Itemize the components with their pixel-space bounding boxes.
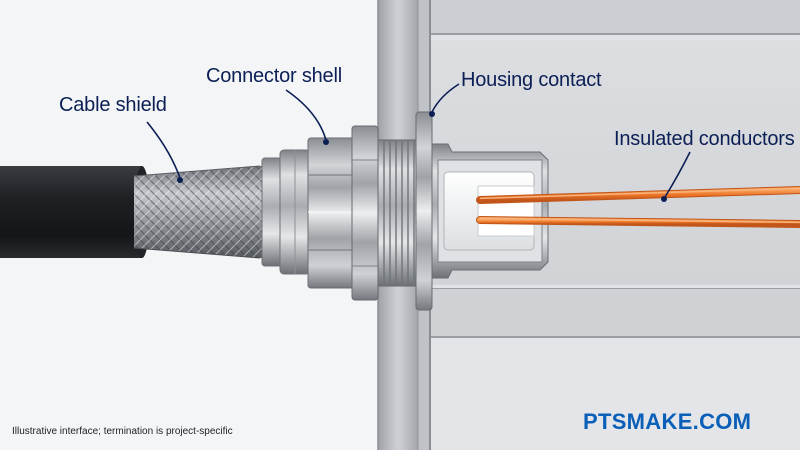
leader-housing-contact [431, 83, 460, 113]
footnote: Illustrative interface; termination is p… [12, 426, 233, 437]
label-connector-shell: Connector shell [206, 65, 342, 87]
insulated-conductors [476, 186, 800, 228]
connector-shell [261, 111, 433, 311]
cable-shield-braid [133, 165, 270, 259]
label-insulated-conductors: Insulated conductors [614, 128, 795, 150]
connector-insert [431, 143, 549, 279]
leader-cable-shield [146, 121, 181, 179]
leader-connector-shell [285, 89, 327, 141]
brand-watermark: PTSMAKE.COM [583, 409, 752, 434]
cable-jacket [0, 166, 150, 258]
label-cable-shield: Cable shield [59, 94, 167, 116]
housing-body [377, 0, 800, 450]
label-housing-contact: Housing contact [461, 69, 602, 91]
leader-lines [146, 83, 691, 202]
leader-insulated-conductors [664, 151, 691, 198]
